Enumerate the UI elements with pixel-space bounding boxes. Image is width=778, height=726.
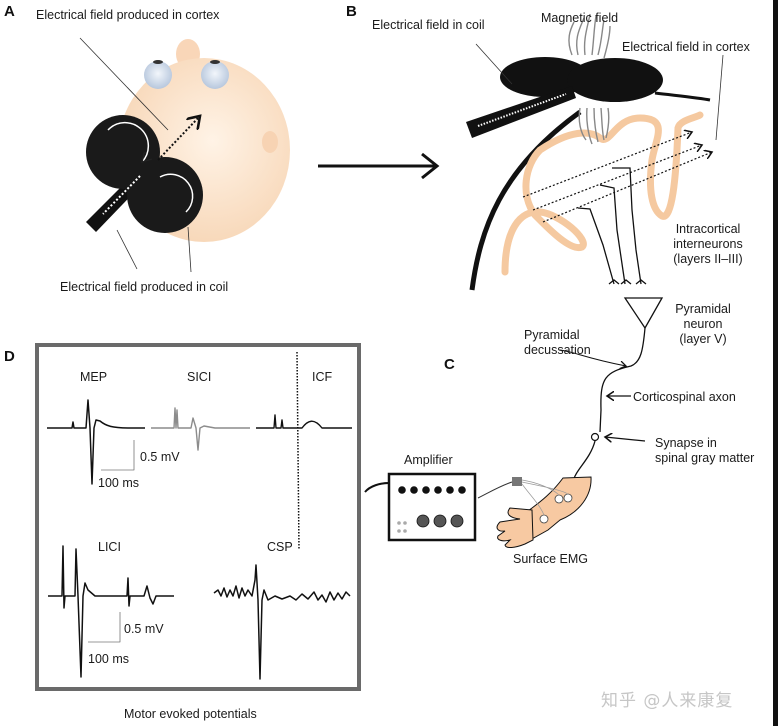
- panel-d-traces: [47, 351, 352, 680]
- amplifier-box: [387, 472, 477, 542]
- label-d-icf: ICF: [312, 370, 333, 384]
- label-c-axon: Corticospinal axon: [633, 390, 736, 404]
- trace-csp: [213, 564, 351, 680]
- label-d-lici: LICI: [98, 540, 121, 554]
- electrode-connector: [512, 477, 522, 486]
- cortex-field-arrows: [522, 132, 712, 223]
- label-b-cortex-field: Electrical field in cortex: [622, 40, 750, 54]
- trace-mep: [47, 399, 145, 485]
- transition-arrow: [318, 152, 440, 180]
- amplifier-knobs-top: [398, 486, 466, 494]
- label-d-scale-bottom-voltage: 0.5 mV: [124, 622, 164, 636]
- scale-bar-bottom: [88, 612, 121, 643]
- label-c-emg: Surface EMG: [513, 552, 589, 566]
- trace-sici: [151, 407, 250, 451]
- trace-lici: [48, 545, 174, 678]
- interneurons: [577, 167, 647, 285]
- label-d-caption: Motor evoked potentials: [124, 707, 257, 721]
- label-c-amplifier: Amplifier: [404, 453, 453, 467]
- label-d-scale-bottom-time: 100 ms: [88, 652, 129, 666]
- panel-b-illustration: [466, 13, 724, 291]
- pyramidal-neuron: [623, 297, 664, 330]
- label-a-coil-field: Electrical field produced in coil: [60, 280, 229, 294]
- trace-icf: [256, 414, 352, 429]
- synapse: [590, 432, 600, 442]
- label-c-pyramidal-neuron: Pyramidal neuron (layer V): [675, 302, 731, 346]
- amplifier-knobs-bottom: [416, 514, 464, 528]
- label-d-sici: SICI: [187, 370, 212, 384]
- hand: [496, 507, 534, 548]
- label-d-scale-top-time: 100 ms: [98, 476, 139, 490]
- panel-letter-a: A: [4, 3, 15, 20]
- scalp-line: [469, 109, 582, 291]
- label-d-mep: MEP: [80, 370, 108, 384]
- icf-dotted-line: [296, 351, 300, 551]
- scale-bar-top: [101, 440, 135, 471]
- label-b-magnetic-field: Magnetic field: [541, 11, 619, 25]
- label-c-synapse: Synapse in spinal gray matter: [655, 436, 755, 465]
- coil-handle-b: [466, 86, 576, 138]
- watermark: 知乎 @人来康复: [601, 691, 734, 711]
- label-b-coil-field: Electrical field in coil: [372, 18, 485, 32]
- label-b-interneurons: Intracortical interneurons (layers II–II…: [673, 222, 743, 266]
- coil-wing-lower: [127, 157, 203, 233]
- label-d-csp: CSP: [267, 540, 293, 554]
- cortex-gyri: [501, 111, 704, 276]
- panel-c-illustration: [364, 297, 664, 548]
- coil-right-wing: [567, 58, 663, 102]
- panel-letter-c: C: [444, 356, 455, 373]
- right-edge-bar: [773, 0, 778, 726]
- head-ear: [262, 131, 278, 153]
- panel-a-illustration: [79, 37, 290, 273]
- panel-letter-d: D: [4, 348, 15, 365]
- corticospinal-axon: [599, 327, 646, 433]
- eye-right: [201, 61, 229, 89]
- panel-d-frame: [35, 343, 361, 691]
- label-a-cortex-field: Electrical field produced in cortex: [36, 8, 220, 22]
- eye-left: [144, 61, 172, 89]
- label-c-decussation: Pyramidal decussation: [524, 328, 591, 357]
- magnetic-field-lines: [568, 13, 611, 145]
- label-d-scale-top-voltage: 0.5 mV: [140, 450, 180, 464]
- panel-letter-b: B: [346, 3, 357, 20]
- coil-left-wing: [500, 57, 590, 97]
